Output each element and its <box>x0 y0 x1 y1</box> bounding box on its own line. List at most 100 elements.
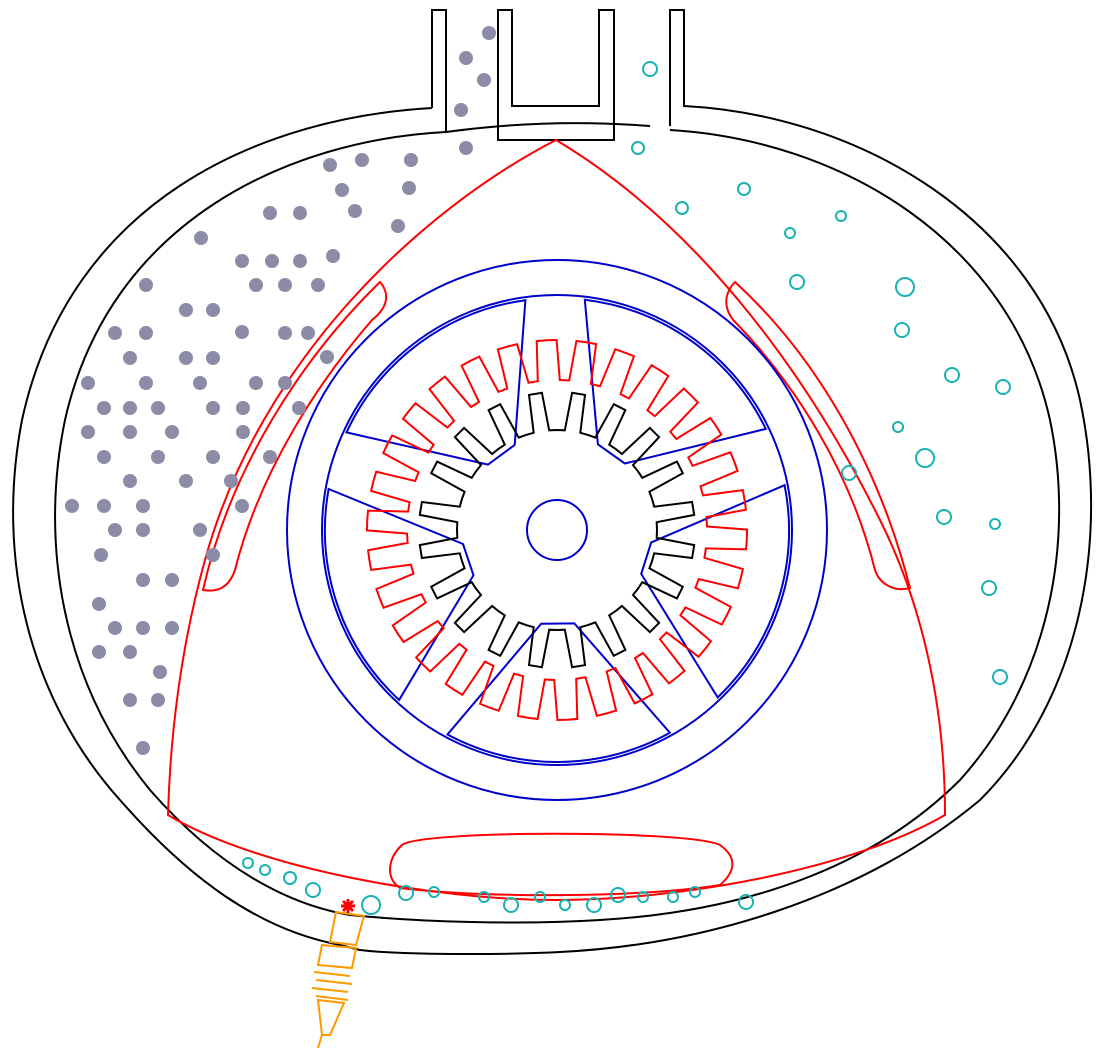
intake-particle <box>224 474 238 488</box>
intake-particle <box>165 425 179 439</box>
rotor <box>168 140 945 900</box>
intake-particle <box>136 621 150 635</box>
intake-particle <box>94 548 108 562</box>
intake-particle <box>404 153 418 167</box>
intake-particle <box>326 249 340 263</box>
intake-particle <box>293 254 307 268</box>
intake-particle <box>278 278 292 292</box>
intake-particle <box>278 376 292 390</box>
intake-particle <box>193 523 207 537</box>
exhaust-particle <box>560 900 570 910</box>
intake-particle <box>165 621 179 635</box>
intake-particle <box>92 597 106 611</box>
intake-particle <box>323 158 337 172</box>
intake-particle <box>123 645 137 659</box>
intake-particle <box>459 51 473 65</box>
intake-particle <box>65 499 79 513</box>
intake-particle <box>179 474 193 488</box>
exhaust-particle <box>362 896 380 914</box>
intake-particle <box>454 103 468 117</box>
intake-particle <box>236 401 250 415</box>
intake-particle <box>139 326 153 340</box>
intake-particle <box>92 645 106 659</box>
intake-particle <box>81 425 95 439</box>
exhaust-particle <box>993 670 1007 684</box>
intake-particle <box>136 523 150 537</box>
intake-particle <box>348 204 362 218</box>
intake-particle <box>263 450 277 464</box>
intake-particle <box>194 231 208 245</box>
intake-particle <box>235 499 249 513</box>
intake-particle <box>278 326 292 340</box>
stationary-gear <box>420 393 694 667</box>
exhaust-particle <box>895 323 909 337</box>
exhaust-particle <box>284 872 296 884</box>
exhaust-particle <box>504 898 518 912</box>
intake-particle <box>123 351 137 365</box>
exhaust-particle <box>632 142 644 154</box>
rotor-internal-gear <box>367 340 747 720</box>
intake-particle <box>206 303 220 317</box>
intake-particle <box>265 254 279 268</box>
exhaust-particle <box>306 883 320 897</box>
intake-particle <box>477 73 491 87</box>
intake-particle <box>136 573 150 587</box>
intake-port-divider <box>498 10 614 140</box>
spark-plug <box>312 912 364 1048</box>
intake-particle <box>320 350 334 364</box>
exhaust-particle <box>982 581 996 595</box>
spark <box>341 899 355 913</box>
intake-particle <box>153 665 167 679</box>
exhaust-particle <box>916 449 934 467</box>
exhaust-particle <box>893 422 903 432</box>
intake-particle <box>391 219 405 233</box>
rotor-recess-left <box>203 282 386 591</box>
intake-particle <box>123 474 137 488</box>
intake-particle <box>206 351 220 365</box>
intake-particle <box>249 278 263 292</box>
intake-particle <box>81 376 95 390</box>
exhaust-particle <box>945 368 959 382</box>
intake-particle <box>136 741 150 755</box>
intake-particle <box>179 303 193 317</box>
intake-particle <box>335 183 349 197</box>
intake-particle <box>482 26 496 40</box>
intake-particle <box>292 401 306 415</box>
intake-particle <box>139 376 153 390</box>
intake-particle <box>235 325 249 339</box>
exhaust-particle <box>643 62 657 76</box>
intake-particle <box>151 450 165 464</box>
exhaust-particle <box>785 228 795 238</box>
intake-particle <box>235 254 249 268</box>
rotor-recess-right <box>726 282 910 589</box>
intake-particle <box>108 523 122 537</box>
intake-particle <box>249 376 263 390</box>
exhaust-particle <box>937 510 951 524</box>
eccentric-lobe <box>448 623 670 762</box>
intake-particle <box>301 326 315 340</box>
intake-particle <box>151 693 165 707</box>
exhaust-particle <box>738 183 750 195</box>
exhaust-particle <box>243 858 253 868</box>
exhaust-particle <box>790 275 804 289</box>
exhaust-particle <box>896 278 914 296</box>
intake-particle <box>123 425 137 439</box>
intake-particle <box>402 181 416 195</box>
exhaust-particle <box>996 380 1010 394</box>
intake-particle <box>236 425 250 439</box>
intake-particle <box>293 206 307 220</box>
intake-particle <box>193 376 207 390</box>
exhaust-particle <box>990 519 1000 529</box>
rotor-recess-bottom <box>390 834 732 895</box>
intake-particle <box>139 278 153 292</box>
exhaust-particle <box>676 202 688 214</box>
intake-particle <box>136 499 150 513</box>
intake-particle <box>263 206 277 220</box>
intake-particle <box>459 141 473 155</box>
intake-particle <box>165 573 179 587</box>
intake-particle <box>123 693 137 707</box>
intake-particle <box>97 450 111 464</box>
intake-particle <box>355 153 369 167</box>
